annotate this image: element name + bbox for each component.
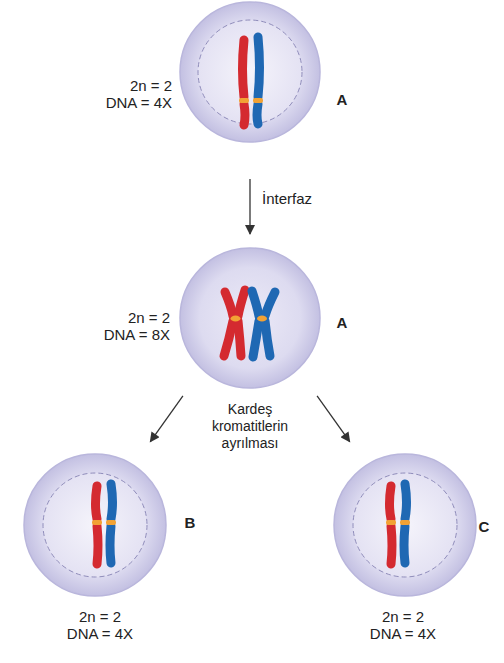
cell-value: DNA = 4X: [50, 625, 150, 642]
process-arrow: [150, 396, 183, 442]
chromatid: [110, 526, 111, 563]
centromere: [253, 98, 263, 103]
chromatid: [253, 321, 259, 357]
chromatid: [405, 484, 407, 519]
chromatid: [391, 526, 392, 564]
cell: B2n = 2DNA = 4X: [23, 453, 167, 597]
cell-letter: A: [335, 314, 349, 331]
cell: 2n = 2DNA = 4XA: [179, 1, 321, 143]
cell-membrane: [180, 248, 320, 388]
chromatid: [224, 321, 233, 356]
cell-outline: [179, 247, 321, 389]
chromatid: [244, 104, 245, 125]
chromatid: [404, 526, 405, 563]
cell-membrane: [24, 454, 166, 596]
cell-letter: A: [335, 91, 349, 108]
nucleus-envelope: [198, 20, 302, 124]
chromatid: [111, 484, 113, 519]
chromatid: [238, 321, 241, 356]
chromatid: [265, 321, 270, 356]
edge-label: İnterfaz: [262, 190, 312, 207]
centromere: [400, 520, 410, 525]
cell-letter: C: [477, 518, 491, 535]
cell-membrane: [180, 2, 320, 142]
cell-value: DNA = 4X: [353, 625, 453, 642]
centromere: [239, 98, 249, 103]
centromere: [257, 316, 267, 322]
nucleus-envelope: [43, 473, 147, 577]
chromatid: [243, 40, 245, 97]
cell: 2n = 2DNA = 8XA: [179, 247, 321, 389]
cell-value: 2n = 2: [88, 309, 170, 326]
chromatid: [258, 37, 260, 97]
chromatid: [225, 292, 233, 316]
cell-letter: B: [183, 514, 197, 531]
chromatid: [265, 292, 275, 316]
centromere: [92, 520, 102, 525]
process-arrow: [249, 179, 250, 234]
chromatid: [97, 526, 98, 564]
cell-outline: [333, 453, 477, 597]
centromere: [386, 520, 396, 525]
cell-membrane: [334, 454, 476, 596]
process-note: Kardeş kromatitlerin ayrılması: [195, 401, 305, 452]
process-arrow: [317, 396, 350, 442]
centromere: [231, 316, 241, 322]
chromatid: [238, 290, 245, 316]
cell-value: DNA = 4X: [90, 94, 172, 111]
cell-value: 2n = 2: [50, 608, 150, 625]
cell-value: 2n = 2: [353, 608, 453, 625]
nucleus-envelope: [353, 473, 457, 577]
cell: C2n = 2DNA = 4X: [333, 453, 477, 597]
chromatid: [390, 486, 392, 519]
cell-value: 2n = 2: [90, 77, 172, 94]
chromatid: [257, 104, 258, 124]
cell-value: DNA = 8X: [88, 326, 170, 343]
cell-outline: [23, 453, 167, 597]
centromere: [106, 520, 116, 525]
cell-outline: [179, 1, 321, 143]
chromatid: [252, 291, 259, 316]
chromatid: [96, 486, 98, 519]
